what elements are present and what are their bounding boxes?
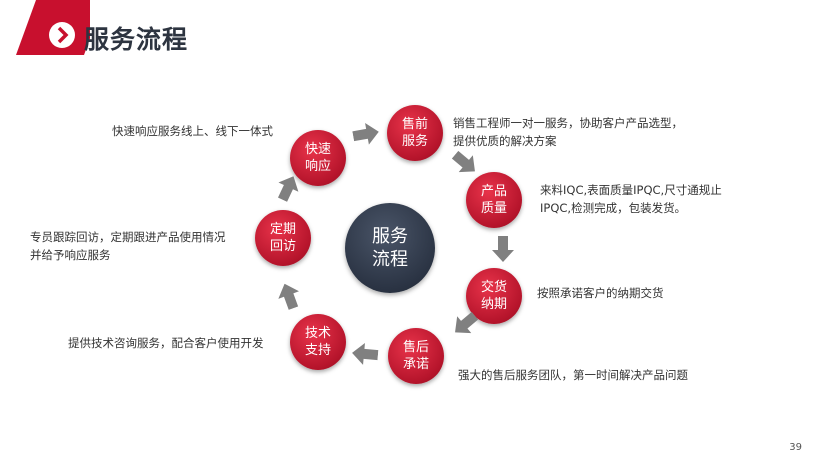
step-quality: 产品质量 <box>466 172 522 228</box>
arrow-icon <box>352 122 379 145</box>
step-description: 销售工程师一对一服务，协助客户产品选型，提供优质的解决方案 <box>453 116 683 148</box>
step-quick-response: 快速响应 <box>290 130 346 186</box>
step-tech-support: 技术支持 <box>290 314 346 370</box>
step-description: 强大的售后服务团队，第一时间解决产品问题 <box>458 368 688 382</box>
header-banner <box>16 0 90 55</box>
step-description: 提供技术咨询服务，配合客户使用开发 <box>68 336 264 350</box>
chevron-right-icon <box>49 22 75 48</box>
arrow-icon <box>352 342 379 365</box>
center-node: 服务流程 <box>345 203 435 293</box>
step-revisit: 定期回访 <box>255 210 311 266</box>
step-description: 按照承诺客户的纳期交货 <box>537 286 664 300</box>
step-aftersales: 售后承诺 <box>388 328 444 384</box>
arrow-icon <box>277 176 299 202</box>
arrow-icon <box>455 311 479 334</box>
page-title: 服务流程 <box>84 25 189 54</box>
step-presales: 售前服务 <box>387 105 443 161</box>
step-delivery: 交货纳期 <box>466 268 522 324</box>
step-description: 专员跟踪回访，定期跟进产品使用情况并给予响应服务 <box>30 230 226 262</box>
arrow-icon <box>278 283 299 310</box>
arrow-icon <box>492 236 514 262</box>
step-description: 快速响应服务线上、线下一体式 <box>112 124 273 138</box>
arrow-icon <box>451 150 475 173</box>
page-number: 39 <box>789 442 802 453</box>
